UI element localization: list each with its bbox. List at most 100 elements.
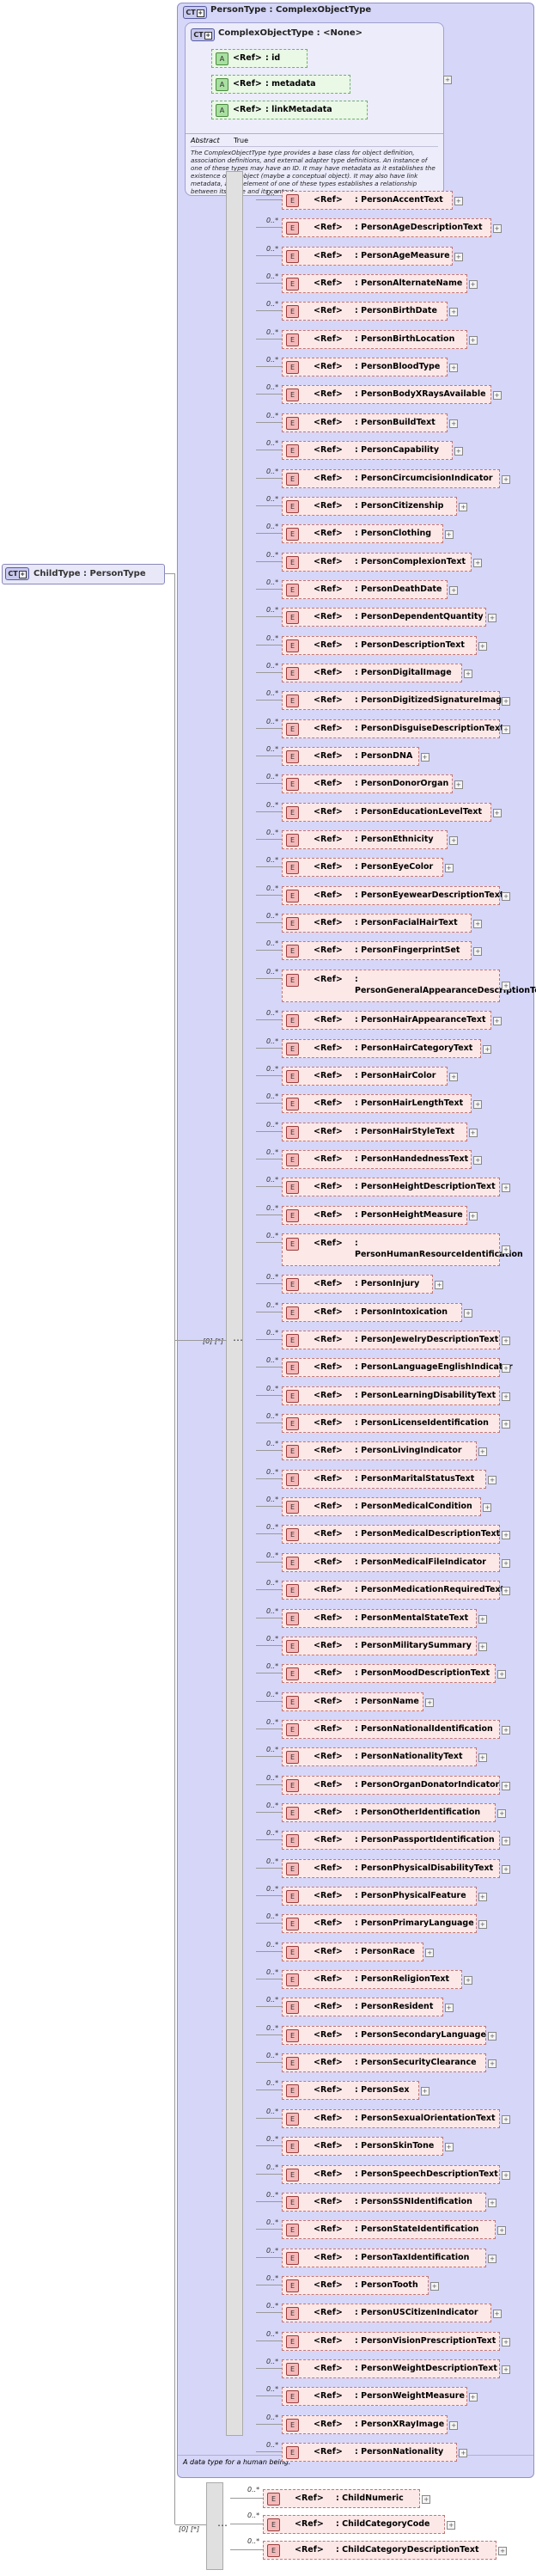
- expand-icon[interactable]: +: [449, 364, 459, 373]
- expand-icon[interactable]: +: [454, 197, 463, 205]
- element-personinjury[interactable]: E<Ref>: PersonInjury: [282, 1275, 434, 1294]
- element-personspeechdescriptiontext[interactable]: E<Ref>: PersonSpeechDescriptionText: [282, 2164, 500, 2184]
- expand-icon[interactable]: +: [449, 1072, 459, 1081]
- element-personcitizenship[interactable]: E<Ref>: PersonCitizenship: [282, 496, 458, 516]
- expand-icon[interactable]: +: [502, 1725, 510, 1735]
- element-personsex[interactable]: E<Ref>: PersonSex: [282, 2081, 419, 2101]
- attribute-link-metadata[interactable]: A <Ref> : linkMetadata: [211, 101, 368, 119]
- element-personresident[interactable]: E<Ref>: PersonResident: [282, 1998, 443, 2017]
- element-persontaxidentification[interactable]: E<Ref>: PersonTaxIdentification: [282, 2248, 486, 2267]
- expand-icon[interactable]: +: [468, 1128, 478, 1137]
- expand-icon[interactable]: +: [502, 1364, 510, 1374]
- child-element-childnumeric[interactable]: E<Ref>: ChildNumeric: [263, 2489, 421, 2508]
- element-personmaritalstatustext[interactable]: E<Ref>: PersonMaritalStatusText: [282, 1469, 486, 1489]
- expand-icon[interactable]: +: [492, 808, 502, 817]
- expand-icon[interactable]: +: [464, 1976, 472, 1986]
- element-personcomplexiontext[interactable]: E<Ref>: PersonComplexionText: [282, 552, 472, 572]
- element-personlicenseidentification[interactable]: E<Ref>: PersonLicenseIdentification: [282, 1414, 500, 1434]
- element-personnationalidentification[interactable]: E<Ref>: PersonNationalIdentification: [282, 1719, 500, 1739]
- expand-icon[interactable]: +: [425, 1948, 435, 1957]
- expand-icon[interactable]: +: [502, 1864, 510, 1874]
- expand-icon[interactable]: +: [459, 2449, 468, 2457]
- expand-icon[interactable]: +: [464, 669, 472, 678]
- element-personeyeweardescriptiontext[interactable]: E<Ref>: PersonEyewearDescriptionText: [282, 885, 503, 905]
- expand-icon[interactable]: +: [488, 2254, 496, 2263]
- expand-icon[interactable]: +: [473, 558, 483, 567]
- element-personname[interactable]: E<Ref>: PersonName: [282, 1692, 424, 1711]
- element-personmedicalfileindicator[interactable]: E<Ref>: PersonMedicalFileIndicator: [282, 1552, 500, 1572]
- element-personprimarylanguage[interactable]: E<Ref>: PersonPrimaryLanguage: [282, 1914, 477, 1934]
- expand-icon[interactable]: +: [443, 76, 452, 84]
- element-personbirthlocation[interactable]: E<Ref>: PersonBirthLocation: [282, 329, 467, 349]
- expand-icon[interactable]: +: [478, 641, 487, 651]
- expand-icon[interactable]: +: [498, 2547, 507, 2555]
- expand-icon[interactable]: +: [502, 2365, 510, 2374]
- element-personorgandonatorindicator[interactable]: E<Ref>: PersonOrganDonatorIndicator: [282, 1775, 500, 1795]
- expand-icon[interactable]: +: [435, 1281, 444, 1290]
- expand-icon[interactable]: +: [444, 2143, 454, 2152]
- expand-icon[interactable]: +: [502, 1531, 510, 1540]
- element-personsecurityclearance[interactable]: E<Ref>: PersonSecurityClearance: [282, 2053, 486, 2073]
- element-personbodyxraysavailable[interactable]: E<Ref>: PersonBodyXRaysAvailable: [282, 385, 491, 405]
- expand-icon[interactable]: +: [502, 1781, 510, 1790]
- expand-icon[interactable]: +: [488, 614, 496, 623]
- expand-icon[interactable]: +: [478, 1920, 487, 1930]
- expand-icon[interactable]: +: [468, 1211, 478, 1221]
- expand-icon[interactable]: +: [502, 1184, 510, 1193]
- expand-icon[interactable]: +: [502, 1245, 510, 1254]
- expand-icon[interactable]: +: [454, 252, 463, 261]
- expand-icon[interactable]: +: [502, 725, 510, 734]
- expand-icon[interactable]: +: [483, 1503, 492, 1513]
- expand-icon[interactable]: +: [488, 2198, 496, 2207]
- element-personreligiontext[interactable]: E<Ref>: PersonReligionText: [282, 1970, 462, 1990]
- element-personmentalstatetext[interactable]: E<Ref>: PersonMentalStateText: [282, 1608, 477, 1628]
- element-personnationality[interactable]: E<Ref>: PersonNationality: [282, 2443, 458, 2462]
- element-personmilitarysummary[interactable]: E<Ref>: PersonMilitarySummary: [282, 1636, 477, 1655]
- expand-icon[interactable]: +: [473, 947, 483, 957]
- child-element-childcategorydescriptiontext[interactable]: E<Ref>: ChildCategoryDescriptionText: [263, 2541, 496, 2560]
- expand-icon[interactable]: +: [492, 1017, 502, 1026]
- expand-icon[interactable]: +: [502, 1392, 510, 1401]
- expand-icon[interactable]: +: [447, 2521, 456, 2530]
- element-personhumanresourceidentification[interactable]: E<Ref>: PersonHumanResourceIdentificatio…: [282, 1233, 523, 1266]
- element-personeducationleveltext[interactable]: E<Ref>: PersonEducationLevelText: [282, 802, 491, 822]
- attribute-metadata[interactable]: A <Ref> : metadata: [211, 75, 350, 94]
- expand-icon[interactable]: +: [449, 2420, 459, 2430]
- element-personphysicalfeature[interactable]: E<Ref>: PersonPhysicalFeature: [282, 1887, 477, 1906]
- element-personstateidentification[interactable]: E<Ref>: PersonStateIdentification: [282, 2220, 496, 2240]
- element-personweightmeasure[interactable]: E<Ref>: PersonWeightMeasure: [282, 2387, 467, 2407]
- element-personheightmeasure[interactable]: E<Ref>: PersonHeightMeasure: [282, 1205, 467, 1225]
- element-personbuildtext[interactable]: E<Ref>: PersonBuildText: [282, 413, 448, 432]
- expand-icon[interactable]: +: [502, 2170, 510, 2180]
- element-personweightdescriptiontext[interactable]: E<Ref>: PersonWeightDescriptionText: [282, 2359, 500, 2378]
- expand-icon[interactable]: +: [478, 1447, 487, 1457]
- expand-icon[interactable]: +: [488, 2059, 496, 2069]
- element-personmooddescriptiontext[interactable]: E<Ref>: PersonMoodDescriptionText: [282, 1664, 496, 1684]
- expand-icon[interactable]: +: [454, 780, 463, 790]
- element-personotheridentification[interactable]: E<Ref>: PersonOtherIdentification: [282, 1802, 496, 1822]
- expand-icon[interactable]: +: [488, 2031, 496, 2041]
- expand-icon[interactable]: +: [502, 697, 510, 707]
- element-personeyecolor[interactable]: E<Ref>: PersonEyeColor: [282, 858, 443, 878]
- element-personhairappearancetext[interactable]: E<Ref>: PersonHairAppearanceText: [282, 1011, 491, 1031]
- attribute-id[interactable]: A <Ref> : id: [211, 49, 308, 68]
- element-personagemeasure[interactable]: E<Ref>: PersonAgeMeasure: [282, 246, 453, 266]
- element-personclothing[interactable]: E<Ref>: PersonClothing: [282, 524, 443, 544]
- expand-icon[interactable]: +: [502, 474, 510, 484]
- element-persondependentquantity[interactable]: E<Ref>: PersonDependentQuantity: [282, 608, 486, 627]
- element-personmedicaldescriptiontext[interactable]: E<Ref>: PersonMedicalDescriptionText: [282, 1525, 500, 1545]
- expand-icon[interactable]: +: [468, 2393, 478, 2402]
- expand-icon[interactable]: +: [425, 1698, 435, 1707]
- expand-icon[interactable]: +: [497, 1808, 507, 1818]
- expand-icon[interactable]: +: [444, 2004, 454, 2013]
- expand-icon[interactable]: +: [502, 2337, 510, 2347]
- expand-icon[interactable]: +: [420, 2087, 429, 2096]
- expand-icon[interactable]: +: [502, 1558, 510, 1568]
- expand-icon[interactable]: +: [429, 2281, 439, 2291]
- element-persondisguisedescriptiontext[interactable]: E<Ref>: PersonDisguiseDescriptionText: [282, 719, 504, 738]
- expand-icon[interactable]: +: [492, 391, 502, 401]
- expand-icon[interactable]: +: [492, 2310, 502, 2319]
- element-persondigitalimage[interactable]: E<Ref>: PersonDigitalImage: [282, 663, 462, 682]
- expand-icon[interactable]: +: [473, 1155, 483, 1165]
- expand-icon[interactable]: +: [497, 2226, 507, 2236]
